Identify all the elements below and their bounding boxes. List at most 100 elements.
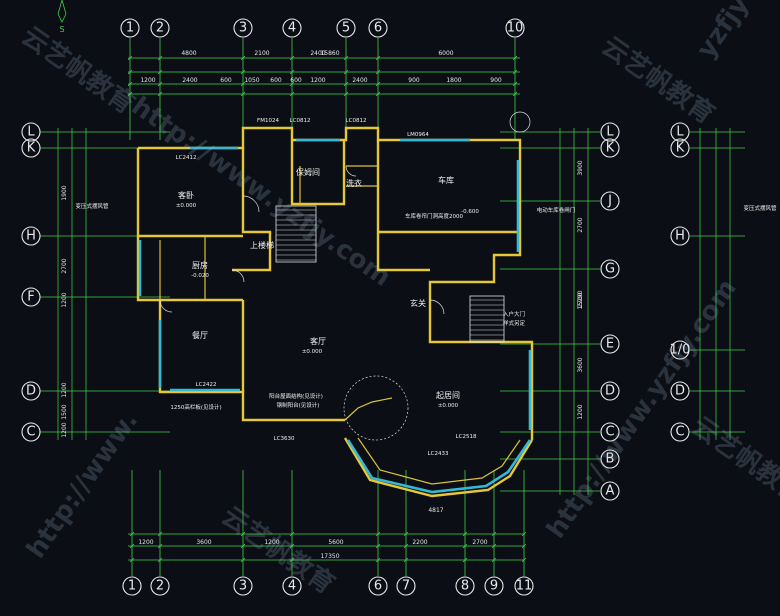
axis-bubble-top-10: 10 — [505, 18, 525, 38]
axis-bubble-bottom-4: 4 — [282, 576, 302, 596]
axis-bubble-bottom-6: 6 — [368, 576, 388, 596]
room-name: 洗衣 — [346, 178, 362, 188]
axis-label: 9 — [490, 579, 498, 594]
axis-bubble-top-6: 6 — [368, 18, 388, 38]
axis-bubble-left-K: K — [21, 138, 41, 158]
axis-bubble-top-3: 3 — [233, 18, 253, 38]
axis-label: G — [605, 262, 615, 277]
axis-bubble-right-A: A — [600, 481, 620, 501]
axis-label: 2 — [156, 579, 164, 594]
room-name: 上楼梯 — [250, 240, 274, 250]
axis-bubble-top-4: 4 — [282, 18, 302, 38]
annotation-text: 样式另定 — [503, 319, 526, 327]
room-name: 玄关 — [410, 298, 426, 308]
dimension-value: 900 — [490, 77, 502, 84]
room-name: 客厅 — [310, 336, 326, 346]
elevation-value: ±0.000 — [438, 403, 459, 409]
dimension-value: 4800 — [181, 50, 196, 57]
axis-label: 1 — [128, 579, 136, 594]
window-door-code: LC3630 — [274, 436, 295, 442]
dimension-value: 1200 — [61, 382, 68, 397]
dimension-value: 600 — [270, 77, 282, 84]
room-name: 客卧 — [178, 190, 194, 200]
dimension-value: 6000 — [438, 50, 453, 57]
axis-bubble-left-F: F — [21, 287, 41, 307]
axis-bubble-right-J: J — [600, 191, 620, 211]
axis-label: J — [607, 194, 612, 209]
annotation-text: 电动车库卷闸门 — [537, 206, 576, 214]
axis-bubble-bottom-11: 11 — [514, 576, 534, 596]
dimension-value: 1200 — [577, 404, 584, 419]
axis-bubble-bottom-3: 3 — [233, 576, 253, 596]
annotation-text: 变压式摆风管 — [743, 204, 777, 212]
axis-bubble-right-L: L — [600, 122, 620, 142]
axis-bubble-far-right-1/0: 1/0 — [670, 340, 691, 360]
axis-grid-lines — [40, 38, 745, 576]
axis-bubble-bottom-2: 2 — [150, 576, 170, 596]
axis-label: K — [676, 141, 685, 156]
axis-bubble-right-B: B — [600, 449, 620, 469]
dimension-value: 2400 — [352, 77, 367, 84]
axis-label: 5 — [342, 21, 350, 36]
axis-label: 7 — [402, 579, 410, 594]
elevation-value: ±0.000 — [176, 203, 197, 209]
axis-label: 1 — [126, 21, 134, 36]
axis-label: H — [675, 229, 685, 244]
axis-label: H — [26, 229, 36, 244]
stairs — [275, 205, 505, 343]
dimension-value: 2700 — [61, 258, 68, 273]
room-name: 餐厅 — [192, 331, 208, 340]
dimension-value: 1200 — [264, 539, 279, 546]
dimension-value: 2100 — [254, 50, 269, 57]
elevation-marks: ±0.000±0.000-0.600-0.020±0.000 — [176, 203, 480, 409]
room-name: 车库 — [438, 175, 454, 185]
axis-bubble-right-G: G — [600, 259, 620, 279]
window-door-code: FM1024 — [257, 118, 279, 124]
axis-label: 6 — [374, 21, 382, 36]
axis-label: A — [606, 484, 615, 499]
axis-label: 6 — [374, 579, 382, 594]
annotation-text: 入户大门 — [503, 310, 525, 318]
dimension-value: 1200 — [61, 292, 68, 307]
window-door-code: LC2412 — [176, 155, 197, 161]
dimension-value: 1200 — [310, 77, 325, 84]
axis-label: L — [606, 125, 614, 140]
dimension-value: 15860 — [320, 50, 339, 57]
dimension-value: 2400 — [310, 50, 325, 57]
axis-bubble-bottom-7: 7 — [396, 576, 416, 596]
axis-bubble-top-1: 1 — [120, 18, 140, 38]
elevation-value: -0.020 — [191, 273, 209, 279]
axis-label: L — [27, 125, 35, 140]
axis-label: 1/0 — [670, 343, 691, 358]
axis-label: C — [605, 425, 614, 440]
window-door-code: LC2518 — [456, 434, 477, 440]
room-labels: 客卧保姆间洗衣车库厨房餐厅客厅玄关起居间上楼梯 — [178, 167, 460, 400]
dimension-value: 17350 — [320, 553, 339, 560]
axis-label: C — [675, 425, 684, 440]
axis-bubble-bottom-1: 1 — [122, 576, 142, 596]
annotation-text: 车库卷帘门洞高度2000 — [405, 212, 463, 220]
axis-bubble-left-D: D — [21, 381, 41, 401]
window-door-code: LC0812 — [290, 118, 311, 124]
dimension-value: 900 — [408, 77, 420, 84]
axis-label: K — [606, 141, 615, 156]
axis-bubble-far-right-C: C — [670, 422, 690, 442]
dimension-value: 4817 — [428, 507, 443, 514]
axis-label: 10 — [507, 21, 524, 36]
axis-bubble-far-right-D: D — [670, 381, 690, 401]
axis-label: 8 — [461, 579, 469, 594]
axis-bubble-far-right-H: H — [670, 226, 690, 246]
dimension-value: 1800 — [446, 77, 461, 84]
windows — [138, 138, 532, 494]
dimension-value: 1200 — [61, 422, 68, 437]
axis-label: 3 — [239, 21, 247, 36]
annotation-text: 1250高栏板(见设计) — [170, 403, 221, 411]
dimension-value: 600 — [220, 77, 232, 84]
axis-label: D — [605, 384, 615, 399]
axis-label: D — [675, 384, 685, 399]
axis-bubble-far-right-L: L — [670, 122, 690, 142]
axis-label: 11 — [516, 579, 533, 594]
dimension-value: 2200 — [412, 539, 427, 546]
